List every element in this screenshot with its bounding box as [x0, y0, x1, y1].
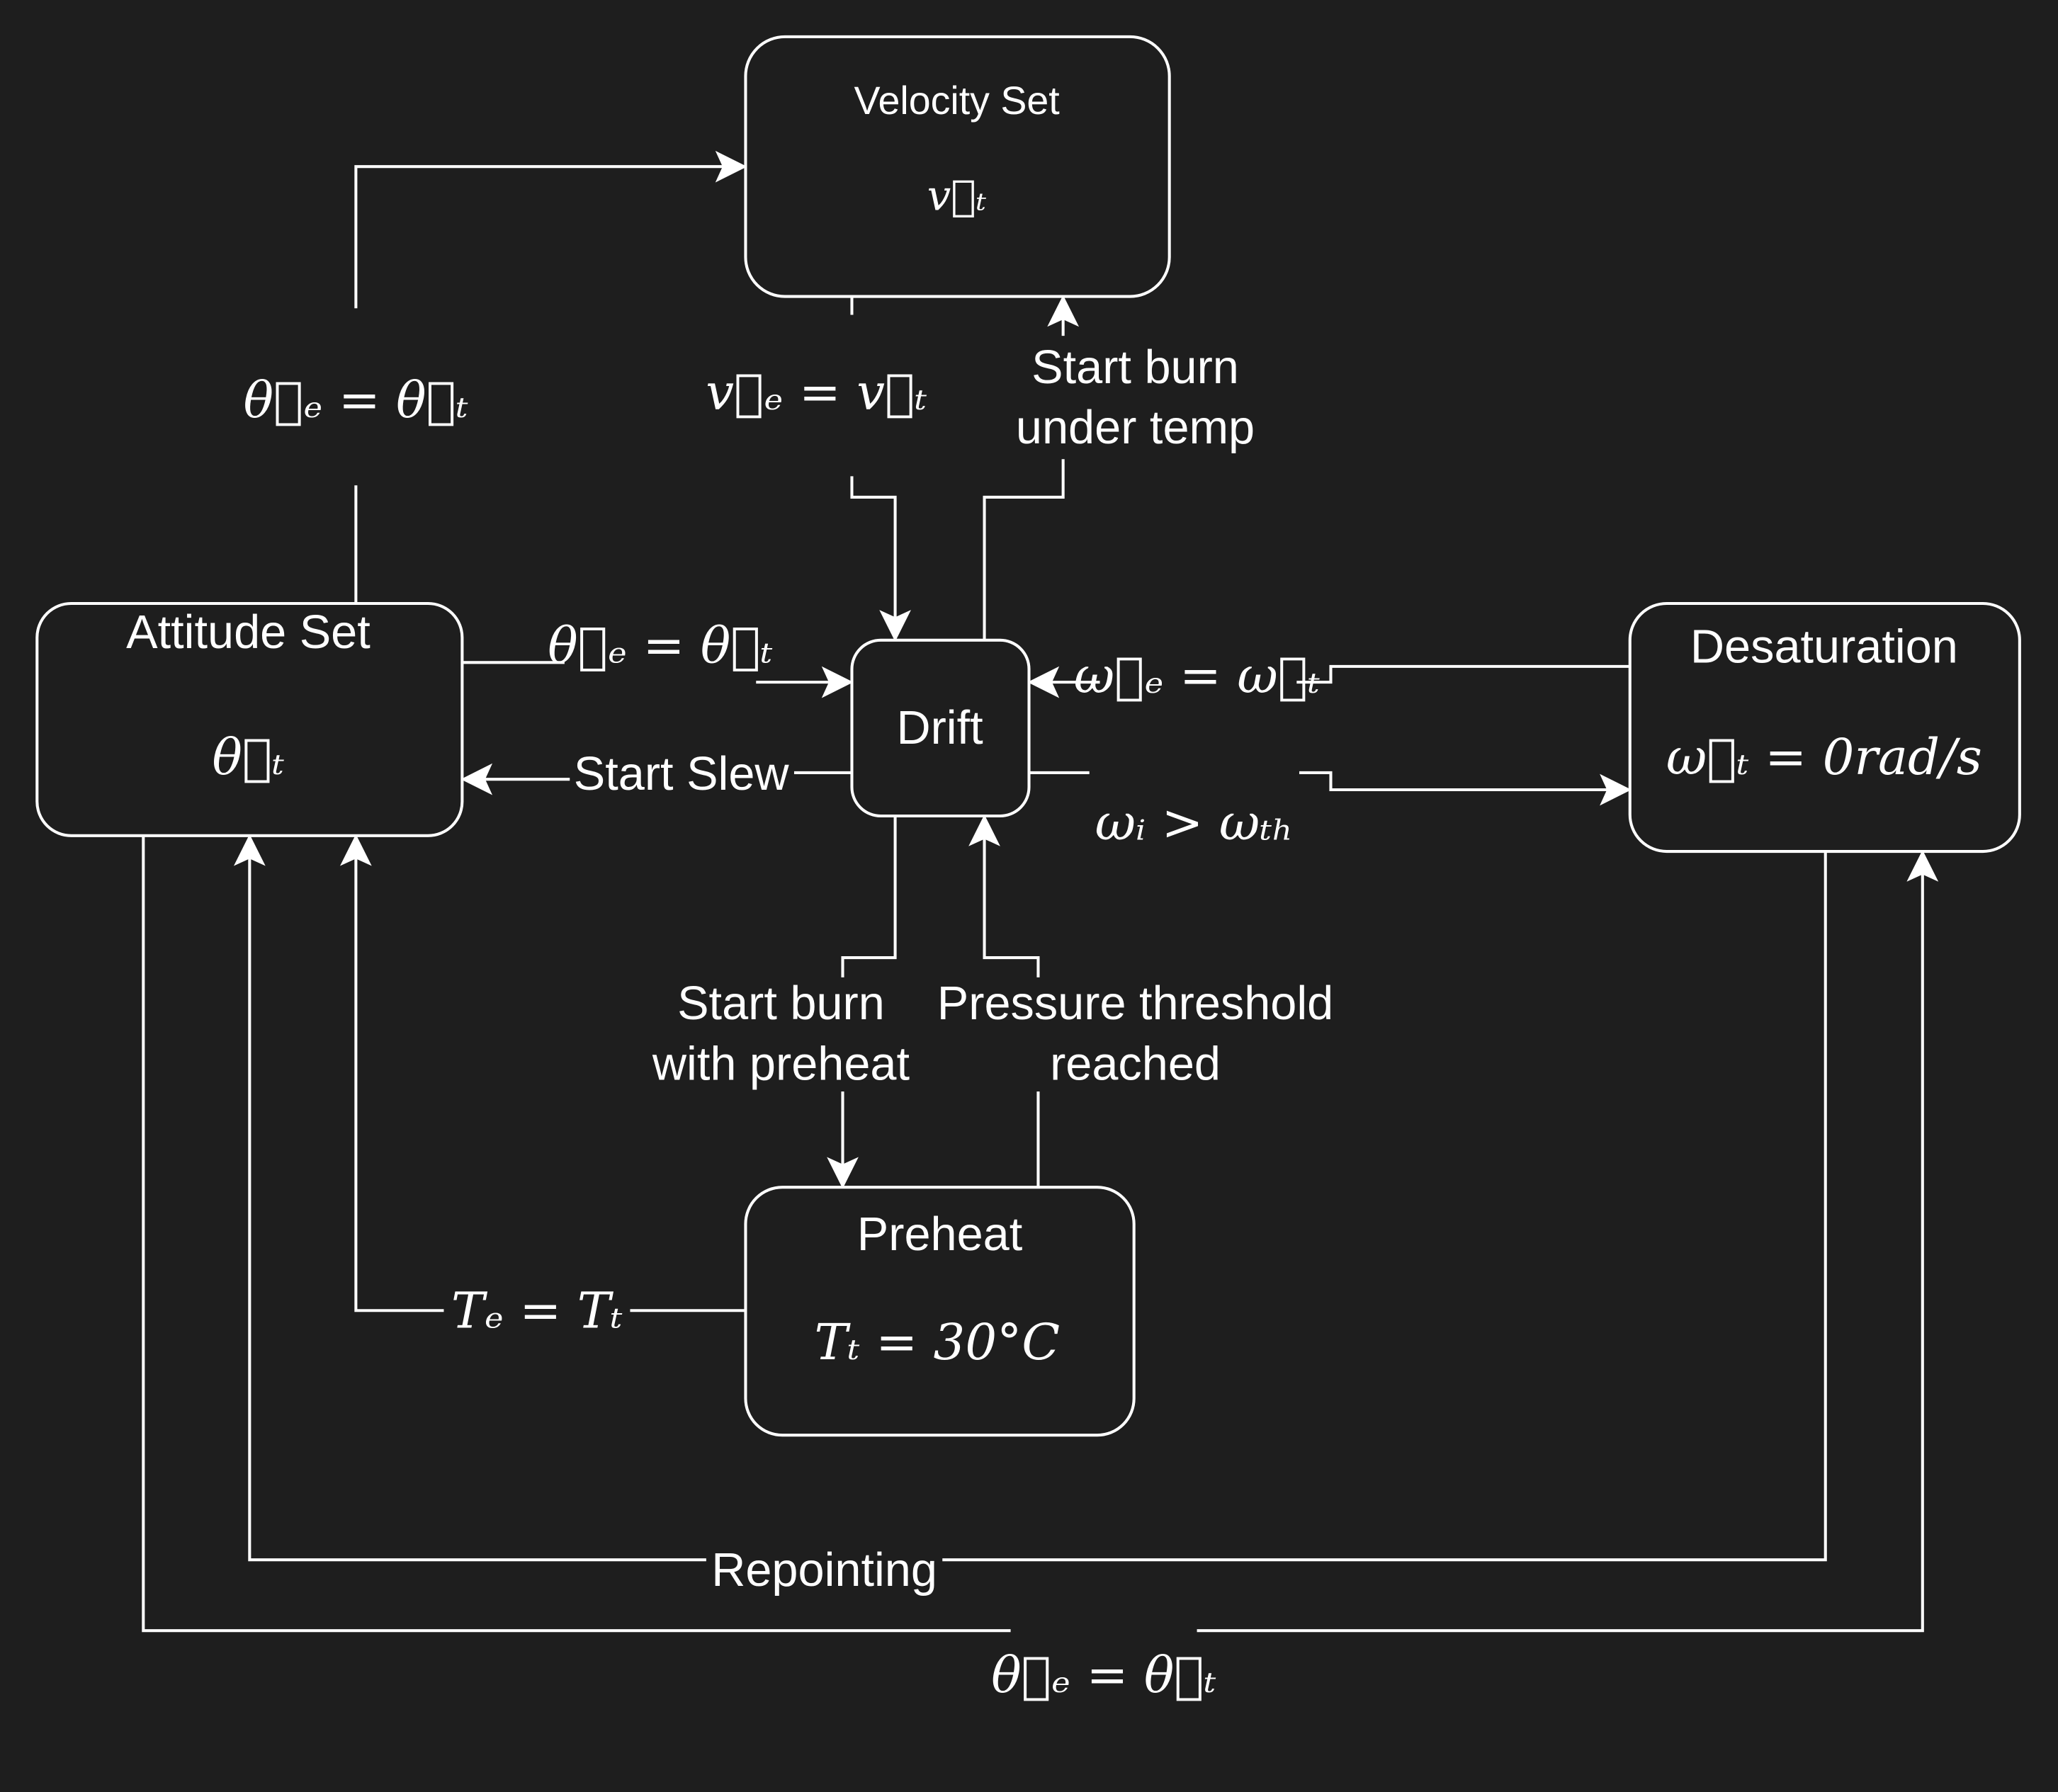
label-line: Pressure threshold: [937, 977, 1333, 1030]
label-line: with preheat: [652, 1038, 910, 1090]
node-preheat[interactable]: Preheat Tₜ = 30°C: [744, 1186, 1136, 1437]
node-drift[interactable]: Drift: [850, 638, 1031, 818]
node-title: Desaturation: [1690, 620, 1958, 673]
edge-drift-to-attitude[interactable]: [460, 763, 852, 795]
node-title: Attitude Set: [126, 606, 371, 659]
node-value: ω⃗ₜ = 0rad/s: [1666, 728, 1982, 786]
edge-desaturation-to-drift[interactable]: [1027, 664, 1630, 698]
edge-attitude-to-drift[interactable]: [462, 661, 854, 698]
edge-label-attitude-to-velocity: θ⃗ₑ = θ⃗ₜ: [244, 371, 469, 429]
edge-label-attitude-to-desaturation: θ⃗ₑ = θ⃗ₜ: [991, 1646, 1216, 1704]
node-value: θ⃗ₜ: [213, 728, 285, 786]
edge-label-velocity-to-drift: v⃗ₑ = v⃗ₜ: [706, 363, 927, 421]
edge-velocity-to-drift[interactable]: [850, 296, 911, 642]
node-title: Drift: [896, 702, 983, 754]
edge-drift-to-preheat[interactable]: [827, 816, 897, 1189]
label-line: reached: [1050, 1038, 1221, 1090]
edge-label-desaturation-to-attitude: Repointing: [711, 1544, 937, 1597]
node-attitude-set[interactable]: Attitude Set θ⃗ₜ: [35, 601, 464, 837]
edge-attitude-to-desaturation[interactable]: [142, 835, 1939, 1633]
node-desaturation[interactable]: Desaturation ω⃗ₜ = 0rad/s: [1628, 601, 2021, 854]
label-line: Start burn: [677, 977, 885, 1030]
node-title: Preheat: [857, 1208, 1023, 1261]
node-value: Tₜ = 30°C: [815, 1313, 1061, 1371]
edge-desaturation-to-attitude[interactable]: [233, 834, 1827, 1562]
edge-drift-to-velocity[interactable]: [983, 295, 1080, 640]
node-value: v⃗ₜ: [927, 171, 987, 220]
edge-label-drift-to-desaturation: ωᵢ > ωₜₕ: [1095, 793, 1294, 851]
edge-label-drift-to-preheat: Start burn with preheat: [652, 977, 910, 1090]
label-line: under temp: [1016, 402, 1255, 454]
edge-label-desaturation-to-drift: ω⃗ₑ = ω⃗ₜ: [1074, 647, 1321, 705]
edge-preheat-to-attitude[interactable]: [339, 834, 746, 1312]
edge-label-drift-to-attitude: Start Slew: [574, 748, 790, 800]
label-line: Start burn: [1031, 341, 1239, 394]
edge-attitude-to-velocity[interactable]: [354, 150, 747, 603]
edge-label-drift-to-velocity: Start burn under temp: [1016, 341, 1255, 454]
edge-drift-to-desaturation[interactable]: [1029, 771, 1632, 806]
node-velocity-set[interactable]: Velocity Set v⃗ₜ: [744, 35, 1171, 298]
edge-label-attitude-to-drift: θ⃗ₑ = θ⃗ₜ: [548, 616, 773, 674]
edge-label-preheat-to-attitude: Tₑ = Tₜ: [451, 1281, 623, 1339]
node-title: Velocity Set: [854, 79, 1061, 123]
edge-label-preheat-to-drift: Pressure threshold reached: [937, 977, 1333, 1090]
edge-preheat-to-drift[interactable]: [968, 814, 1040, 1188]
